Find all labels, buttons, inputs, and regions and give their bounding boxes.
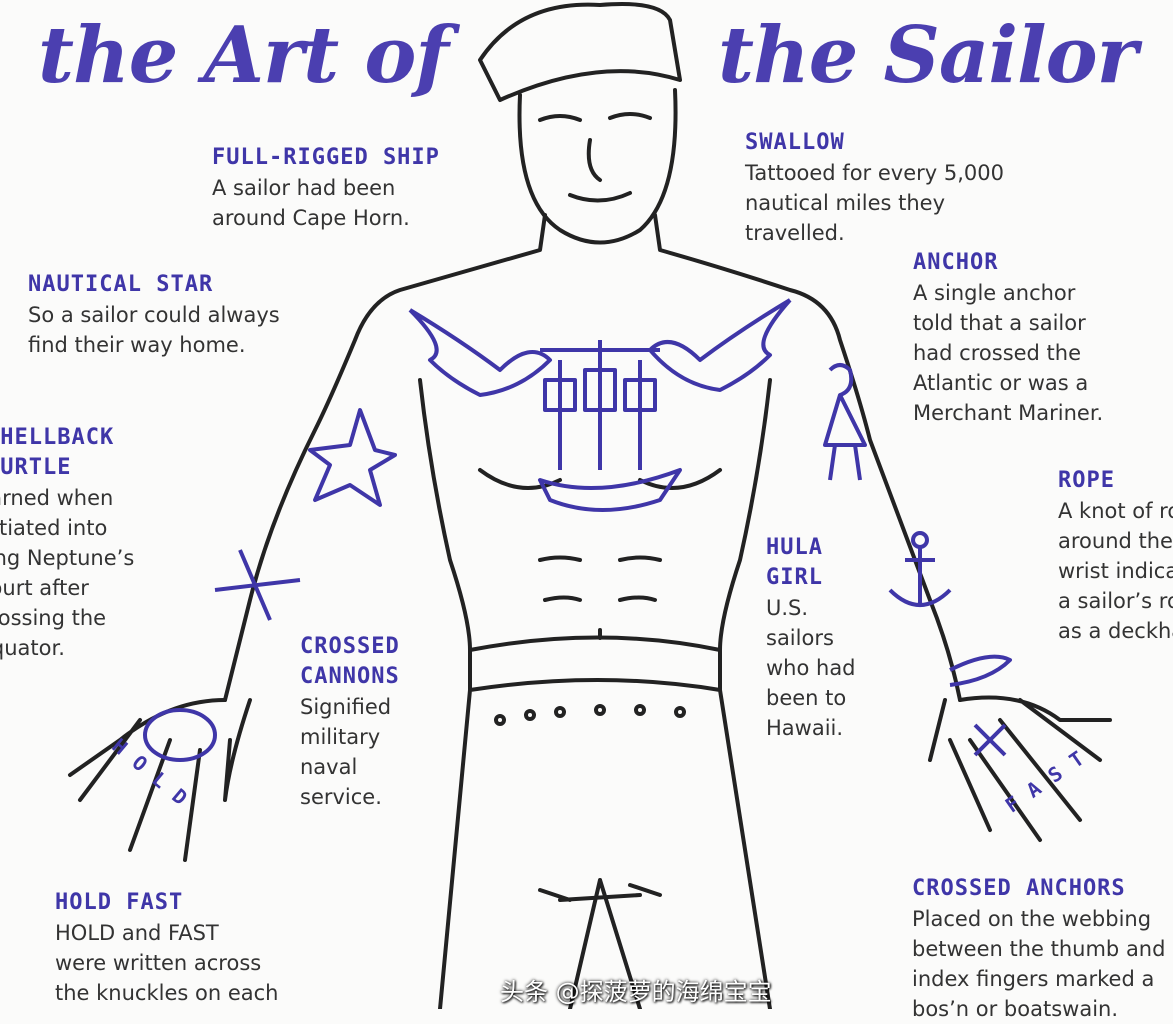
- sailor-torso: [223, 213, 962, 702]
- entry-body: between the thumb and: [912, 937, 1166, 961]
- entry-hula-girl: HULA GIRL U.S. sailors who had been to H…: [766, 533, 856, 743]
- entry-body: been to: [766, 686, 847, 710]
- entry-crossed-anchors: CROSSED ANCHORS Placed on the webbing be…: [912, 874, 1165, 1024]
- entry-body: Earned when: [0, 486, 114, 510]
- entry-heading: HOLD FAST: [55, 890, 184, 915]
- entry-body: had crossed the: [913, 341, 1082, 365]
- entry-body: HOLD and FAST: [55, 921, 219, 945]
- entry-body: told that a sailor: [913, 311, 1086, 335]
- entry-heading: TURTLE: [0, 455, 72, 480]
- entry-heading: NAUTICAL STAR: [28, 272, 214, 297]
- title-right: the Sailor: [718, 10, 1138, 101]
- entry-anchor: ANCHOR A single anchor told that a sailo…: [913, 248, 1103, 428]
- sailor-abs: [478, 468, 722, 640]
- entry-crossed-cannons: CROSSED CANNONS Signified military naval…: [300, 632, 400, 812]
- entry-body: equator.: [0, 636, 65, 660]
- entry-body: Atlantic or was a: [913, 371, 1089, 395]
- entry-body: Placed on the webbing: [912, 907, 1152, 931]
- entry-heading: ROPE: [1058, 468, 1115, 493]
- sailor-head: [517, 88, 678, 245]
- entry-hold-fast: HOLD FAST HOLD and FAST were written acr…: [55, 888, 278, 1008]
- entry-body: Hawaii.: [766, 716, 844, 740]
- entry-body: around Cape Horn.: [212, 206, 410, 230]
- entry-body: as a deckhand.: [1058, 619, 1173, 643]
- entry-body: naval: [300, 755, 358, 779]
- entry-heading: CROSSED ANCHORS: [912, 876, 1126, 901]
- entry-body: who had: [766, 656, 856, 680]
- entry-body: court after: [0, 576, 89, 600]
- entry-body: Signified: [300, 695, 392, 719]
- entry-body: A knot of rope: [1058, 499, 1173, 523]
- sailor-hat: [478, 2, 682, 102]
- entry-body: the knuckles on each: [55, 981, 279, 1005]
- entry-body: around the: [1058, 529, 1173, 553]
- knuckles-left: HOLD: [108, 733, 203, 818]
- entry-body: bos’n or boatswain.: [912, 997, 1119, 1021]
- entry-heading: GIRL: [766, 565, 823, 590]
- entry-nautical-star: NAUTICAL STAR So a sailor could always f…: [28, 270, 280, 360]
- entry-body: find their way home.: [28, 333, 246, 357]
- entry-body: U.S.: [766, 596, 809, 620]
- entry-body: A sailor had been: [212, 176, 396, 200]
- knuckles-right: FAST: [1001, 738, 1100, 817]
- hula-girl-tattoo: [823, 363, 867, 481]
- entry-body: Tattooed for every 5,000: [745, 161, 1004, 185]
- entry-heading: ANCHOR: [913, 250, 999, 275]
- title-left: the Art of: [38, 10, 449, 101]
- entry-body: sailors: [766, 626, 834, 650]
- entry-body: nautical miles they: [745, 191, 946, 215]
- entry-body: A single anchor: [913, 281, 1076, 305]
- entry-body: crossing the: [0, 606, 107, 630]
- entry-body: King Neptune’s: [0, 546, 135, 570]
- sailor-sides: [418, 378, 772, 652]
- turtle-tattoo: [143, 708, 217, 762]
- entry-body: travelled.: [745, 221, 845, 245]
- entry-heading: CROSSED: [300, 634, 400, 659]
- entry-shellback-turtle: SHELLBACK TURTLE Earned when initiated i…: [0, 423, 134, 663]
- entry-heading: FULL-RIGGED SHIP: [212, 145, 440, 170]
- entry-heading: CANNONS: [300, 664, 400, 689]
- sailor-face: [538, 112, 652, 203]
- entry-heading: SWALLOW: [745, 130, 845, 155]
- entry-body: were written across: [55, 951, 262, 975]
- swallow-left-tattoo: [408, 308, 552, 397]
- watermark: 头条 @探菠萝的海绵宝宝: [500, 978, 772, 1006]
- sailor-pants: [438, 635, 772, 1009]
- entry-heading: SHELLBACK: [0, 425, 115, 450]
- rope-tattoo: [949, 654, 1012, 687]
- entry-swallow: SWALLOW Tattooed for every 5,000 nautica…: [745, 128, 1004, 248]
- entry-body: index fingers marked a: [912, 967, 1155, 991]
- entry-body: So a sailor could always: [28, 303, 280, 327]
- ship-tattoo: [538, 340, 682, 512]
- right-hand: [928, 695, 1112, 842]
- cannon-tattoo: [214, 549, 301, 621]
- entry-body: military: [300, 725, 381, 749]
- swallow-right-tattoo: [648, 298, 792, 392]
- entry-body: wrist indicated: [1058, 559, 1173, 583]
- crossed-anchors-tattoo: [973, 723, 1007, 757]
- anchor-tattoo: [888, 545, 952, 607]
- entry-body: Merchant Mariner.: [913, 401, 1104, 425]
- entry-heading: HULA: [766, 535, 823, 560]
- entry-body: service.: [300, 785, 382, 809]
- entry-rope: ROPE A knot of rope around the wrist ind…: [1058, 466, 1173, 646]
- entry-body: initiated into: [0, 516, 108, 540]
- entry-body: a sailor’s role: [1058, 589, 1173, 613]
- entry-full-rigged-ship: FULL-RIGGED SHIP A sailor had been aroun…: [212, 143, 440, 233]
- nautical-star-tattoo: [308, 408, 397, 507]
